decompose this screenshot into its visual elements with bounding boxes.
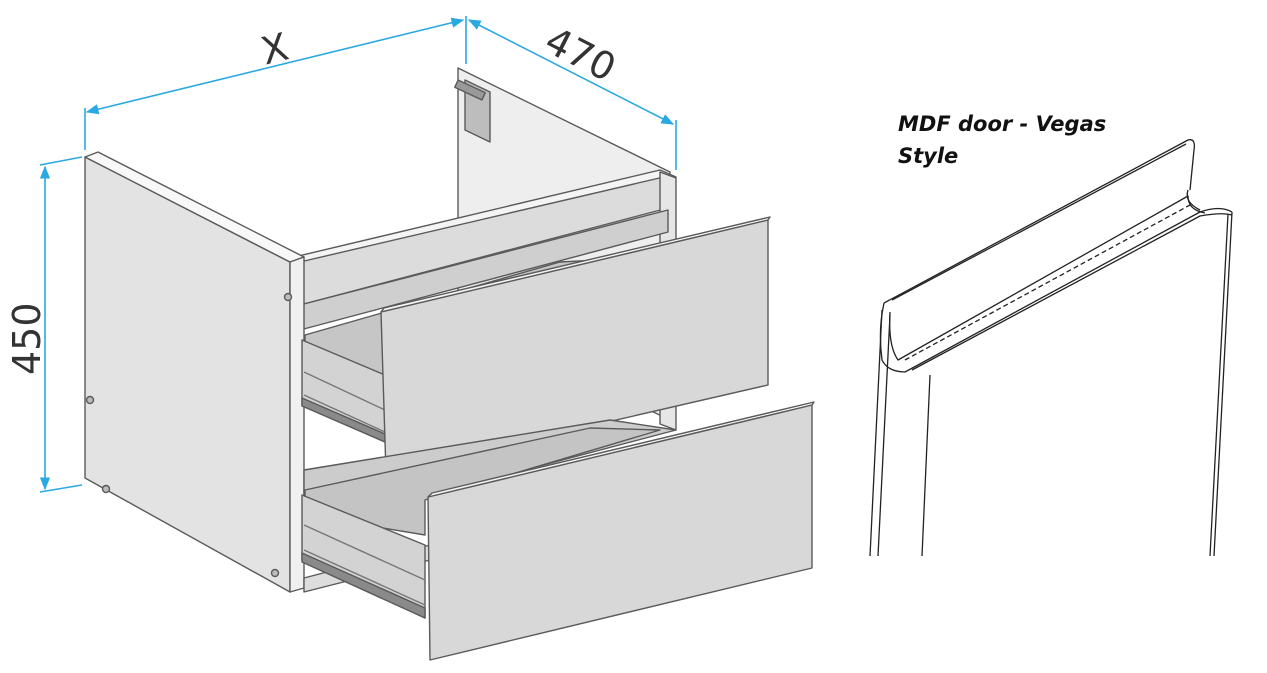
door-caption: MDF door - Vegas Style (898, 112, 1107, 168)
handle-groove (879, 207, 1233, 373)
lower-runner-rail (301, 552, 426, 619)
depth-dimension-line (467, 19, 675, 125)
lower-runner-line (303, 549, 426, 606)
upper-drawer-front-top (380, 216, 771, 313)
upper-runner-line (303, 371, 386, 411)
dimension-lines (39, 16, 677, 493)
screw-hole (85, 395, 95, 405)
width-label: X (257, 25, 293, 74)
door-right-edge-inner (1209, 213, 1229, 557)
lower-drawer-front-top (427, 401, 815, 498)
screw-hole (270, 568, 280, 578)
screw-hole (101, 484, 111, 494)
left-side-panel (84, 156, 291, 593)
upper-runner-line (303, 394, 386, 433)
door-right-edge (1213, 211, 1233, 557)
mdf-door-detail (869, 139, 1233, 557)
door-left-edge-inner (877, 314, 891, 557)
extension-line (39, 156, 83, 166)
lower-runner-line (303, 524, 426, 581)
screw-hole (283, 292, 293, 302)
depth-label: 470 (538, 18, 623, 90)
extension-line (39, 484, 83, 493)
width-dimension-line (85, 17, 465, 115)
door-groove-back (1186, 189, 1201, 211)
handle-groove-inner (889, 195, 1206, 361)
door-face-left (921, 374, 931, 557)
groove-dashed-line (904, 204, 1191, 361)
height-label: 450 (5, 302, 49, 375)
groove-lower-line (911, 213, 1233, 371)
door-top-edge (883, 139, 1196, 304)
door-left-edge (869, 309, 883, 557)
lower-drawer (301, 401, 815, 661)
door-top-edge-inner (891, 143, 1187, 301)
upper-drawer (301, 216, 771, 474)
